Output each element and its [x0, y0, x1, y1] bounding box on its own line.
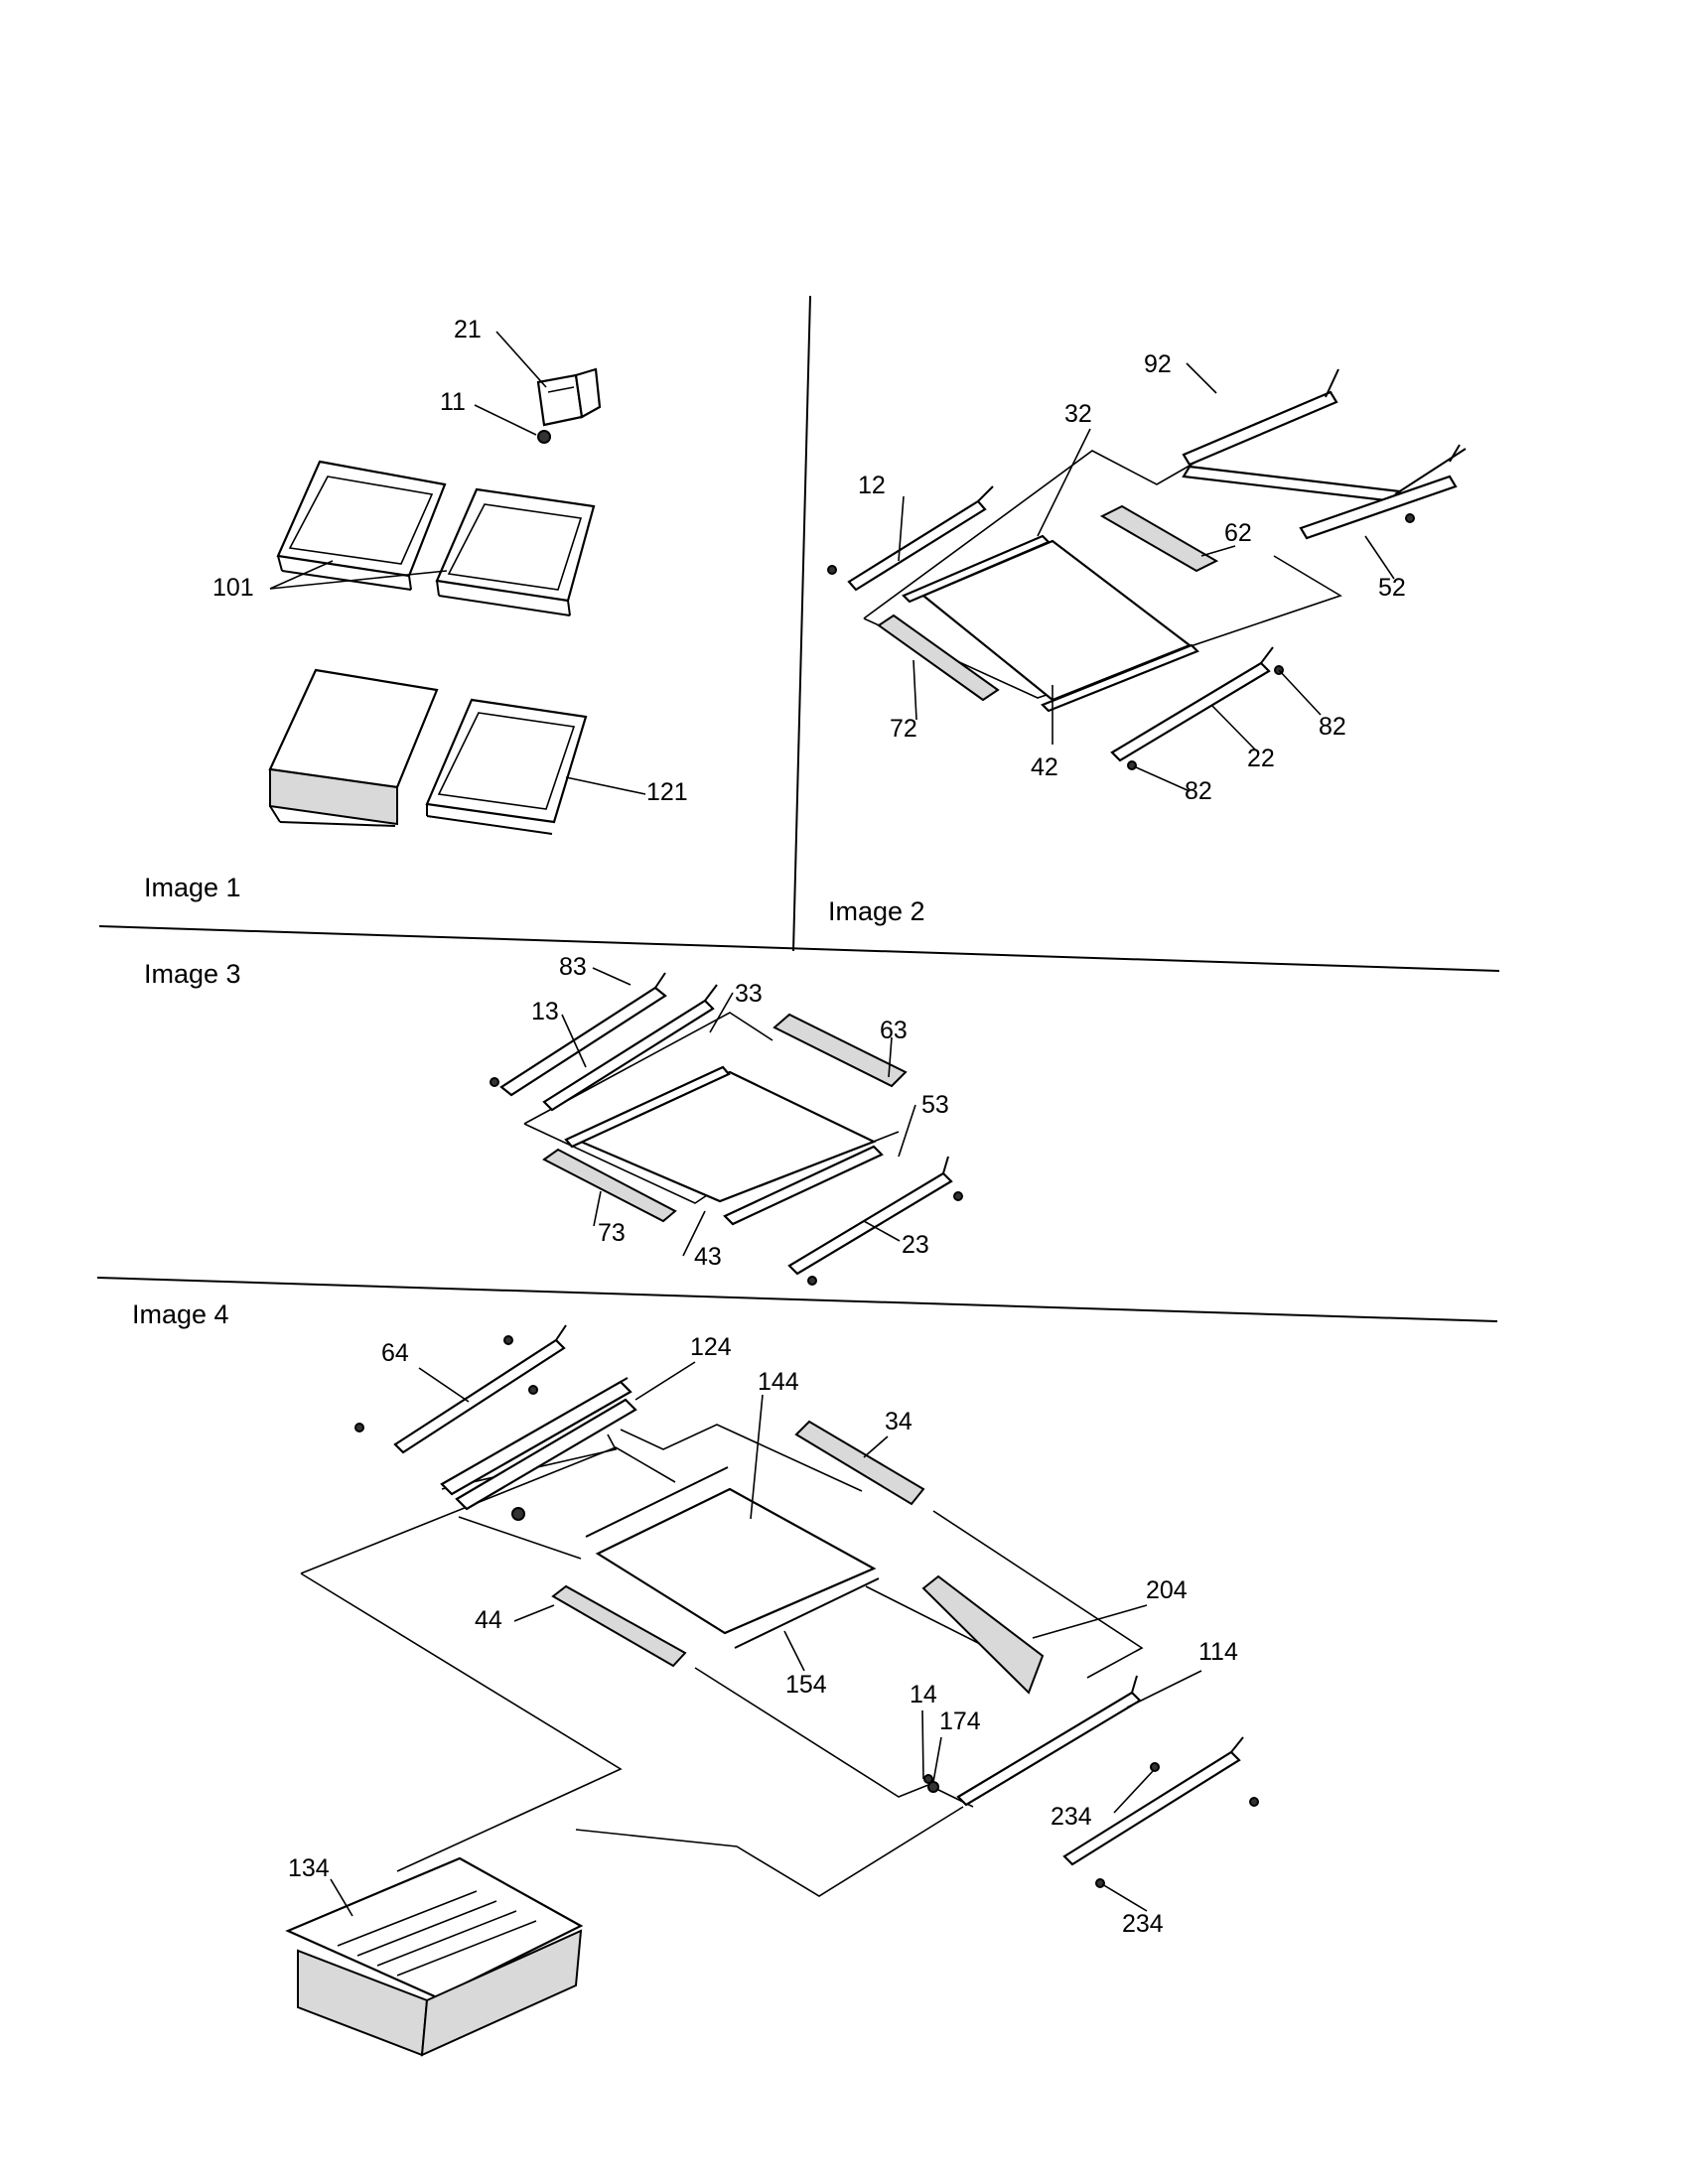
- callout-92: 92: [1144, 350, 1172, 378]
- callout-101: 101: [212, 574, 254, 602]
- callout-234-lower: 234: [1122, 1910, 1164, 1938]
- callout-42: 42: [1031, 753, 1058, 781]
- callout-82-upper: 82: [1319, 713, 1346, 741]
- crisper-drawer: [268, 668, 439, 827]
- part-11-fastener: [537, 430, 551, 444]
- callout-44: 44: [475, 1606, 502, 1634]
- callout-73: 73: [598, 1219, 626, 1247]
- callout-204: 204: [1146, 1576, 1188, 1604]
- callout-63: 63: [880, 1017, 908, 1044]
- part-101-shelf-left: [276, 460, 447, 591]
- callout-23: 23: [902, 1231, 929, 1259]
- callout-12: 12: [858, 472, 886, 499]
- callout-154: 154: [785, 1671, 827, 1699]
- caption-image-1: Image 1: [144, 873, 241, 902]
- callout-124: 124: [690, 1333, 732, 1361]
- callout-62: 62: [1224, 519, 1252, 547]
- callout-174: 174: [939, 1707, 981, 1735]
- part-21-bracket: [536, 367, 602, 427]
- divider-row2: [96, 1277, 1498, 1322]
- caption-image-3: Image 3: [144, 959, 241, 989]
- image-4-group: [285, 1324, 1259, 2057]
- callout-234-upper: 234: [1051, 1803, 1092, 1831]
- image-1-group: [268, 331, 646, 835]
- callout-72: 72: [890, 715, 917, 743]
- part-101-shelf-right: [435, 487, 596, 616]
- callout-121: 121: [646, 778, 688, 806]
- caption-image-2: Image 2: [828, 896, 925, 926]
- callout-43: 43: [694, 1243, 722, 1271]
- divider-row1: [98, 925, 1500, 972]
- callout-14: 14: [910, 1681, 937, 1708]
- callout-52: 52: [1378, 574, 1406, 602]
- callout-21: 21: [454, 316, 482, 343]
- image-3-group: [490, 967, 963, 1286]
- callout-32: 32: [1064, 400, 1092, 428]
- divider-vertical: [792, 295, 811, 952]
- callout-83: 83: [559, 953, 587, 981]
- callout-82-lower: 82: [1185, 777, 1212, 805]
- callout-11: 11: [440, 388, 466, 416]
- callout-53: 53: [921, 1091, 949, 1119]
- callout-13: 13: [531, 998, 559, 1025]
- callout-22: 22: [1247, 745, 1275, 772]
- part-121-cover: [425, 698, 588, 835]
- callout-33: 33: [735, 980, 763, 1008]
- callout-144: 144: [758, 1368, 799, 1396]
- callout-114: 114: [1198, 1638, 1238, 1666]
- image-2-group: [827, 362, 1467, 792]
- callout-64: 64: [381, 1339, 409, 1367]
- caption-image-4: Image 4: [132, 1299, 229, 1329]
- callout-134: 134: [288, 1854, 330, 1882]
- part-134-drawer: [285, 1856, 584, 2057]
- callout-34: 34: [885, 1408, 912, 1435]
